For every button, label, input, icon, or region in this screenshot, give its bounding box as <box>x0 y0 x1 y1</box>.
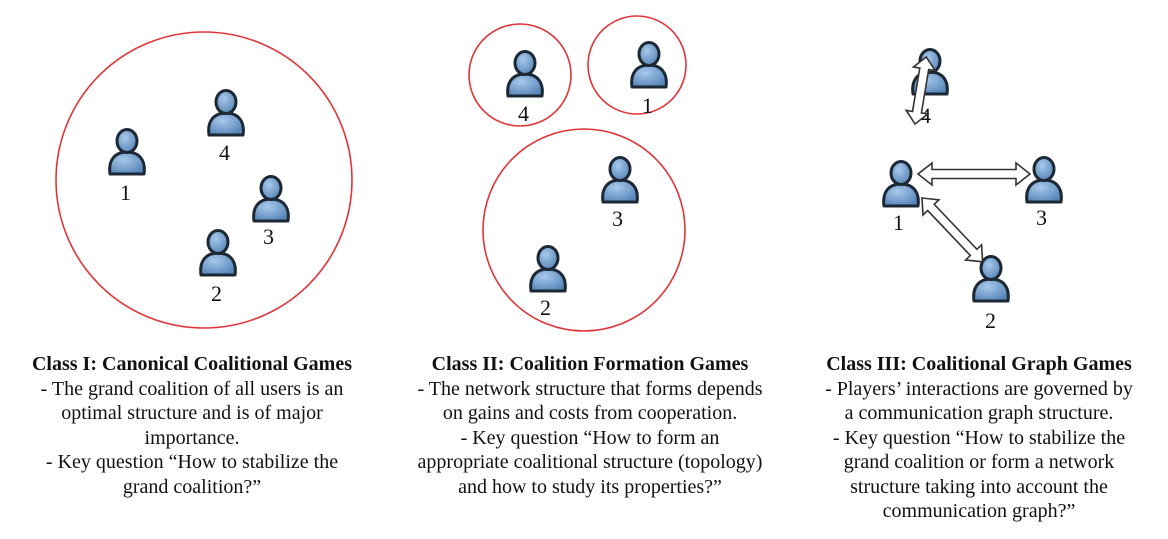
user-icon <box>1025 156 1063 204</box>
panel-class-2: 4 1 3 2 <box>468 15 687 332</box>
player-label: 2 <box>985 308 996 333</box>
coalition-circle-2-3 <box>482 128 686 332</box>
edge-1-4-arrow <box>904 55 937 126</box>
user-icon <box>882 160 920 208</box>
caption-line: - Key question “How to stabilize the <box>832 426 1126 449</box>
caption-line: structure taking into account the <box>850 475 1108 498</box>
panel-title: Class II: Coalition Formation Games <box>431 353 749 375</box>
user-icon <box>601 156 639 204</box>
caption-line: - Key question “How to stabilize the <box>45 451 339 473</box>
edge-1-3-arrow <box>916 161 1032 187</box>
caption-line: importance. <box>144 426 240 449</box>
caption-line: - The network structure that forms depen… <box>417 377 763 400</box>
grand-coalition-circle <box>55 31 353 329</box>
caption-line: appropriate coalitional structure (topol… <box>417 451 763 473</box>
caption-line: and how to study its properties?” <box>458 475 722 498</box>
user-icon <box>630 41 668 89</box>
panel-class-1: 1 4 3 2 <box>55 31 353 329</box>
caption-line: on gains and costs from cooperation. <box>442 402 738 424</box>
player-label: 1 <box>642 93 653 118</box>
caption-line: - The grand coalition of all users is an <box>40 377 344 400</box>
panel-class-3: 4 1 3 2 <box>882 48 1063 333</box>
player-label: 4 <box>219 140 230 165</box>
player-label: 2 <box>540 295 551 320</box>
panel-class-3-caption: Class III: Coalitional Graph Games - Pla… <box>790 352 1168 524</box>
player-label: 3 <box>612 206 623 231</box>
panel-class-1-caption: Class I: Canonical Coalitional Games - T… <box>0 352 384 499</box>
panel-title: Class III: Coalitional Graph Games <box>826 353 1132 375</box>
caption-line: a communication graph structure. <box>844 402 1114 424</box>
user-icon <box>506 50 544 98</box>
caption-line: grand coalition or form a network <box>843 451 1115 473</box>
user-icon <box>207 89 245 137</box>
panel-class-2-caption: Class II: Coalition Formation Games - Th… <box>392 352 788 499</box>
user-icon <box>199 229 237 277</box>
player-label: 1 <box>120 180 131 205</box>
coalition-circle-4 <box>468 23 572 127</box>
player-label: 3 <box>263 224 274 249</box>
coalition-circle-1 <box>587 15 687 115</box>
player-label: 3 <box>1036 205 1047 230</box>
player-label: 4 <box>518 101 529 126</box>
caption-line: optimal structure and is of major <box>61 402 323 424</box>
caption-line: grand coalition?” <box>122 475 262 498</box>
user-icon <box>972 255 1010 303</box>
edge-1-2-arrow <box>921 197 984 263</box>
player-label: 2 <box>211 281 222 306</box>
caption-line: - Key question “How to form an <box>460 426 720 449</box>
caption-line: communication graph?” <box>882 500 1076 522</box>
user-icon <box>529 245 567 293</box>
panel-title: Class I: Canonical Coalitional Games <box>31 353 353 375</box>
player-label: 1 <box>893 210 904 235</box>
user-icon <box>108 128 146 176</box>
caption-line: - Players’ interactions are governed by <box>825 377 1133 400</box>
user-icon <box>252 175 290 223</box>
